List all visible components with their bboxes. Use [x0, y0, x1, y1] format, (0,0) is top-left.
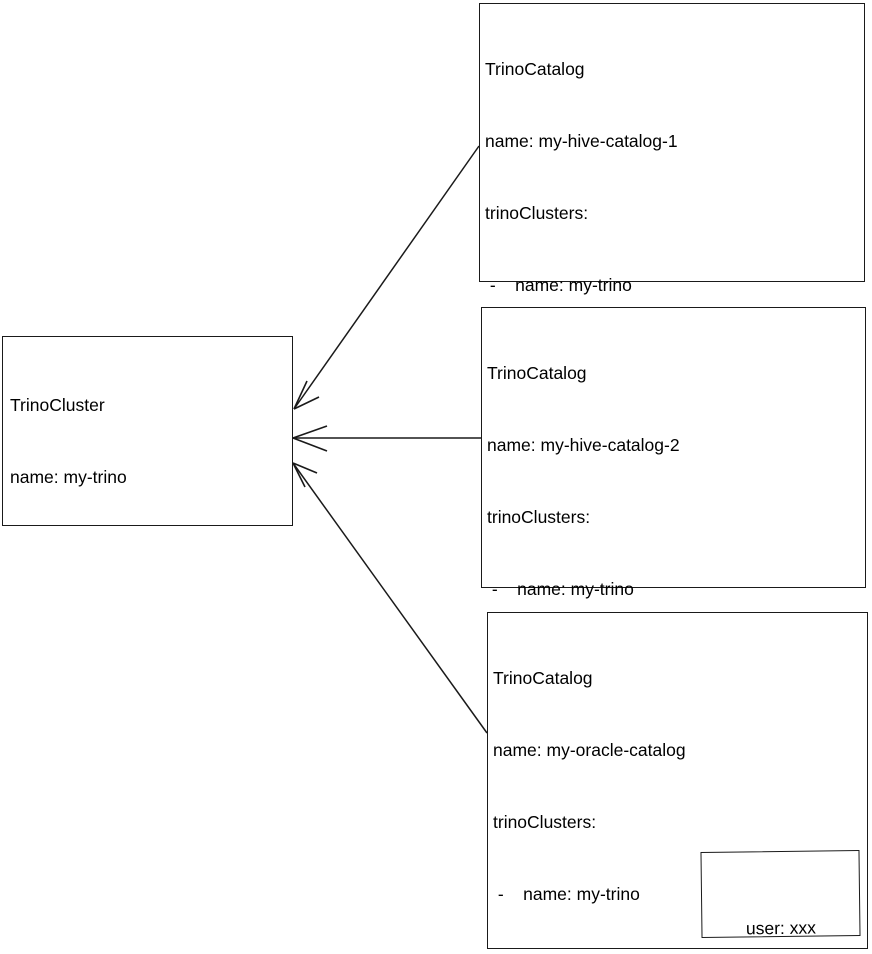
node-secret-credentials-text: user: xxx password: xxx [701, 851, 861, 954]
text-line: TrinoCatalog [485, 59, 585, 79]
text-line: - name: my-trino [485, 275, 632, 295]
text-line: user: xxx [745, 917, 817, 939]
node-trino-cluster-text: TrinoCluster name: my-trino [10, 345, 288, 537]
text-line: trinoClusters: [485, 203, 589, 223]
text-line: name: my-hive-catalog-1 [485, 131, 678, 151]
text-line: TrinoCluster [10, 395, 105, 415]
node-catalog-my-hive-catalog-1[interactable]: TrinoCatalog name: my-hive-catalog-1 tri… [479, 3, 865, 655]
text-line: - name: my-trino [493, 884, 640, 904]
text-line: trinoClusters: [493, 812, 597, 832]
node-trino-cluster[interactable]: TrinoCluster name: my-trino [2, 336, 293, 526]
text-line: - name: my-trino [487, 579, 634, 599]
node-catalog-my-hive-catalog-2[interactable]: TrinoCatalog name: my-hive-catalog-2 tri… [481, 307, 866, 887]
edge-oracle-to-cluster [292, 462, 488, 734]
node-secret-credentials[interactable]: user: xxx password: xxx [700, 850, 861, 938]
text-line: name: my-hive-catalog-2 [487, 435, 680, 455]
text-line: trinoClusters: [487, 507, 591, 527]
text-line: name: my-oracle-catalog [493, 740, 686, 760]
edge-hive-1-to-cluster [293, 145, 480, 410]
text-line: TrinoCatalog [493, 668, 593, 688]
text-line: TrinoCatalog [487, 363, 587, 383]
text-line: name: my-trino [10, 467, 127, 487]
node-catalog-my-oracle-catalog-text: TrinoCatalog name: my-oracle-catalog tri… [493, 618, 863, 954]
edge-hive-2-to-cluster [292, 425, 481, 452]
